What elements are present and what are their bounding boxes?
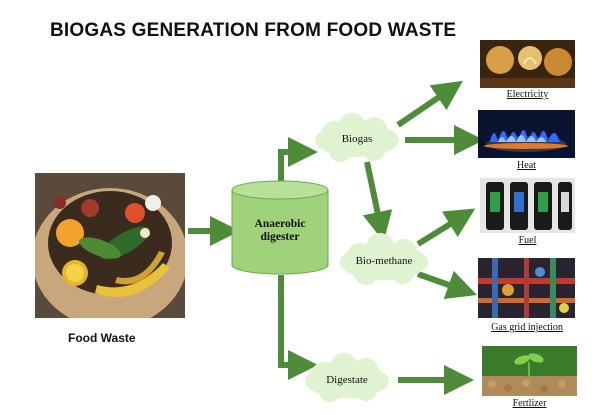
digester-cylinder [231, 180, 329, 275]
digestate-cloud [305, 353, 389, 402]
arrow-biogas-to-biomethane [362, 161, 393, 242]
electricity-image [480, 40, 575, 88]
digestate-label: Digestate [326, 374, 368, 386]
fuel-caption: Fuel [518, 235, 537, 246]
food-waste-image [35, 173, 185, 318]
arrow-biogas-to-electricity [396, 80, 463, 128]
biomethane-label: Bio-methane [355, 255, 413, 267]
fertilizer-image [482, 346, 577, 396]
fuel-image [480, 178, 575, 233]
fertilizer-caption: Fertlizer [512, 398, 547, 409]
arrow-digester-to-digestate [278, 275, 318, 380]
biogas-label: Biogas [341, 133, 373, 145]
arrow-biomethane-to-gas-grid [416, 270, 477, 300]
heat-caption: Heat [517, 160, 536, 171]
page-title: BIOGAS GENERATION FROM FOOD WASTE [50, 20, 457, 41]
heat-image [478, 110, 575, 158]
biomethane-cloud [340, 233, 428, 285]
arrow-digester-to-biogas [278, 137, 318, 183]
food-waste-label: Food Waste [68, 331, 136, 345]
biogas-cloud [315, 113, 399, 162]
gas-grid-image [478, 258, 575, 318]
gas-grid-caption: Gas grid injection [491, 322, 563, 333]
arrow-biomethane-to-fuel [416, 208, 476, 247]
digester-label: Anaerobic digester [254, 218, 306, 243]
electricity-caption: Electricity [506, 89, 549, 100]
